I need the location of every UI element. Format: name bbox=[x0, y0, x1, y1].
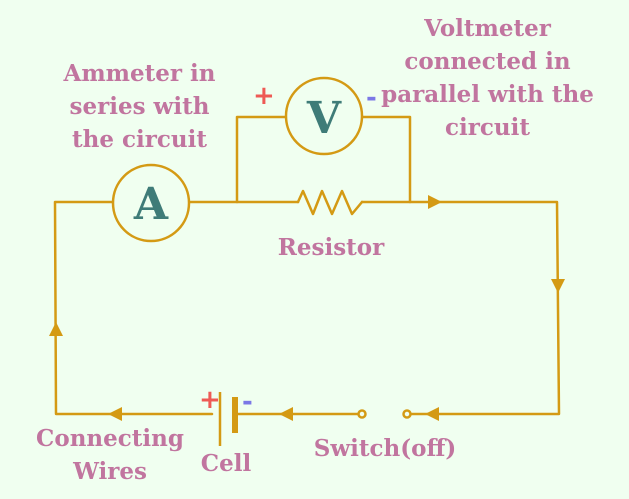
wire-right bbox=[360, 200, 561, 416]
wire-top-left bbox=[53, 200, 214, 416]
cell-minus-sign: - bbox=[242, 387, 253, 417]
resistor-icon bbox=[296, 189, 364, 216]
switch-open-icon bbox=[357, 409, 367, 419]
voltmeter-branch-right bbox=[361, 115, 412, 204]
cell-label: Cell bbox=[200, 450, 252, 477]
arrow-left-bottom-left bbox=[108, 407, 122, 421]
voltmeter-symbol: V bbox=[306, 93, 342, 144]
connecting-wires-label: Connecting Wires bbox=[36, 425, 184, 485]
voltmeter-minus-sign: - bbox=[366, 83, 377, 113]
current-direction-arrow-icon bbox=[428, 195, 442, 209]
arrow-left-bottom-right bbox=[425, 407, 439, 421]
ammeter-symbol: A bbox=[133, 179, 169, 230]
switch-contact-right bbox=[402, 409, 412, 419]
voltmeter-note: Voltmeter connected in parallel with the… bbox=[381, 15, 594, 141]
ammeter-icon bbox=[111, 163, 191, 243]
arrow-down-right bbox=[551, 279, 565, 293]
cell-plus-sign: + bbox=[199, 385, 221, 415]
voltmeter-branch bbox=[235, 115, 287, 204]
switch-label: Switch(off) bbox=[313, 435, 457, 462]
arrow-left-bottom-middle bbox=[279, 407, 293, 421]
ammeter-note: Ammeter in series with the circuit bbox=[63, 60, 216, 153]
resistor-label: Resistor bbox=[277, 234, 385, 261]
voltmeter-icon bbox=[284, 76, 364, 156]
voltmeter-plus-sign: + bbox=[253, 81, 275, 111]
arrow-up-left bbox=[49, 322, 63, 336]
